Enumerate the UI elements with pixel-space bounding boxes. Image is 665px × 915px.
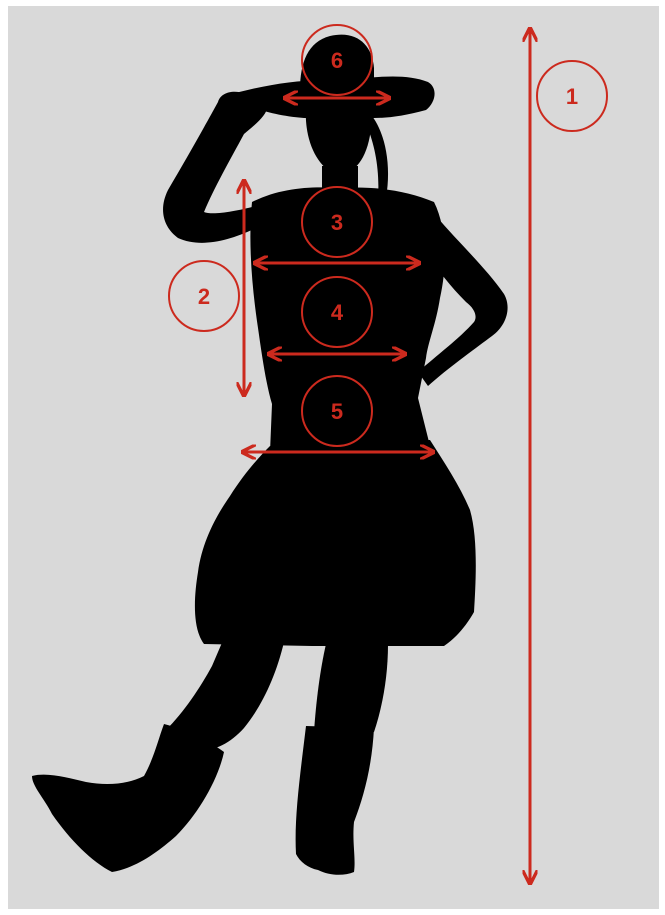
diagram-canvas: 1 2 3 4 5 6 <box>8 6 659 909</box>
marker-label-5: 5 <box>331 399 343 424</box>
marker-label-6: 6 <box>331 48 343 73</box>
marker-label-1: 1 <box>566 84 578 109</box>
marker-label-3: 3 <box>331 210 343 235</box>
marker-label-4: 4 <box>331 300 344 325</box>
marker-label-2: 2 <box>198 284 210 309</box>
